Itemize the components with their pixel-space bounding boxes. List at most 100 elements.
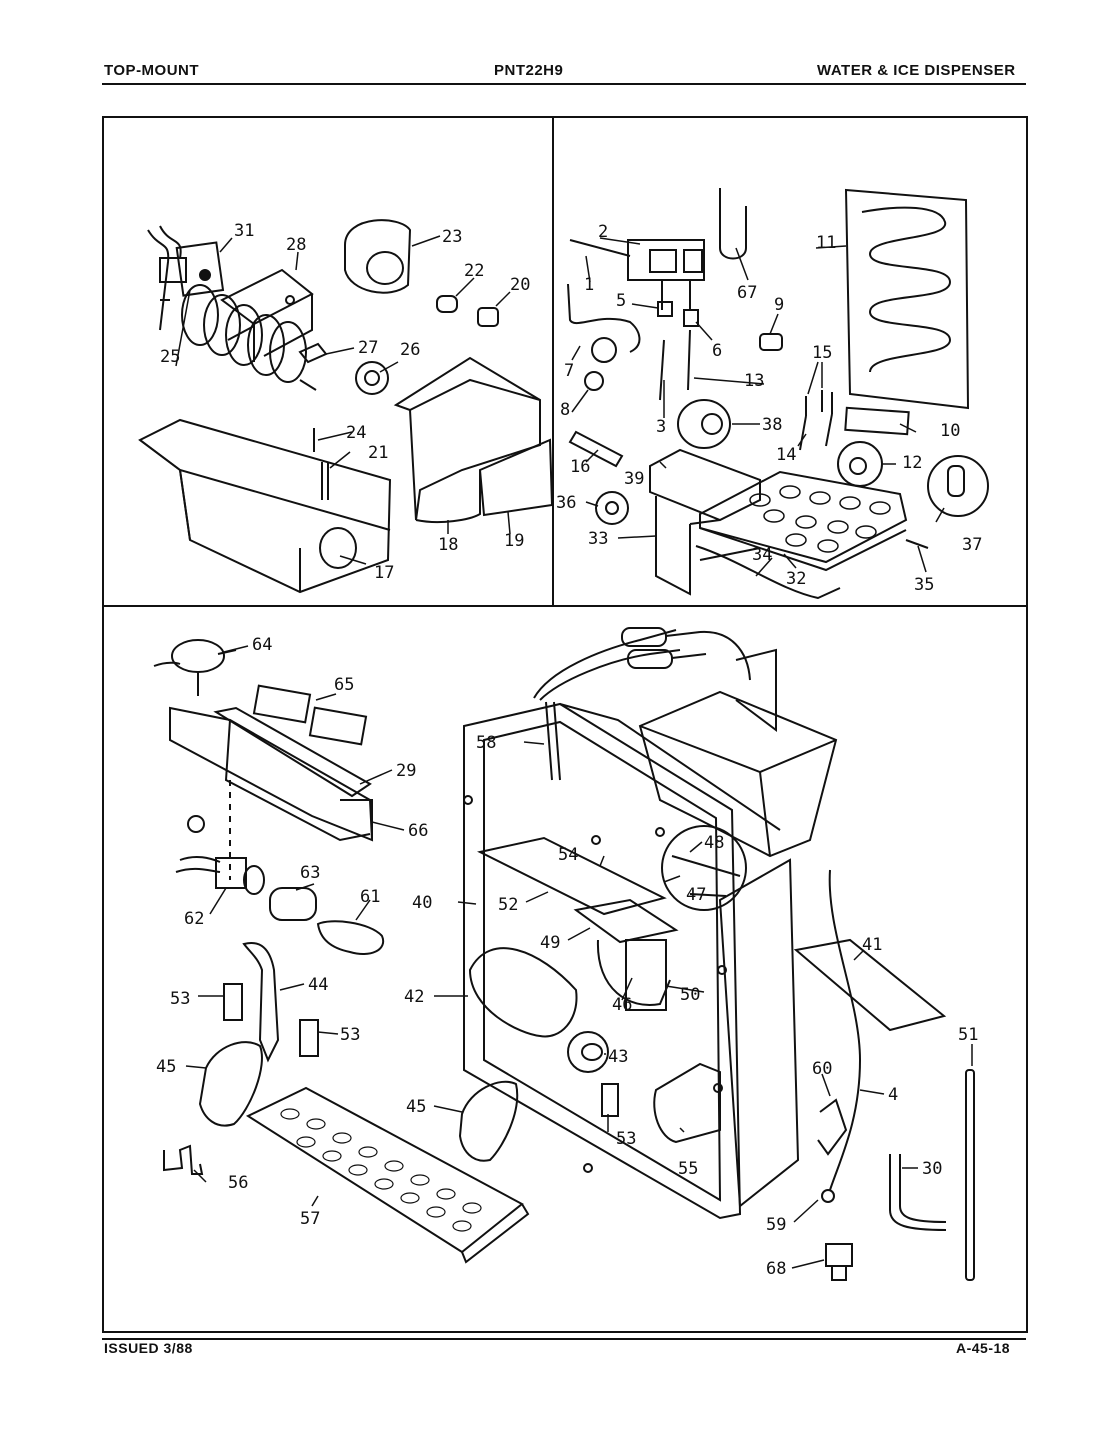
callout-label: 20 — [510, 275, 530, 295]
callout-label: 46 — [612, 995, 632, 1015]
ice-mold-cells — [749, 485, 891, 553]
callout-label: 37 — [962, 535, 982, 555]
tube-clamp-part — [817, 1098, 848, 1156]
callout-label: 65 — [334, 675, 354, 695]
micro-switch-part-b — [308, 706, 368, 746]
footer-rule — [102, 1338, 1026, 1340]
shutoff-arm-part — [695, 545, 841, 600]
thermostat-part — [147, 225, 225, 331]
callout-label: 49 — [540, 933, 560, 953]
callout-label: 23 — [442, 227, 462, 247]
callout-label: 57 — [300, 1209, 320, 1229]
callout-label: 21 — [368, 443, 388, 463]
callout-label: 67 — [737, 283, 757, 303]
grommet-part — [759, 333, 783, 351]
ice-maker-head-part — [649, 448, 761, 596]
dispenser-frame-part — [463, 702, 781, 1220]
rod-part — [965, 1069, 975, 1281]
bracket-part — [844, 406, 910, 436]
callout-label: 28 — [286, 235, 306, 255]
gear-part — [355, 361, 389, 395]
callout-label: 29 — [396, 761, 416, 781]
detail-43 — [567, 1031, 609, 1073]
callout-label: 22 — [464, 261, 484, 281]
callout-label: 3 — [656, 417, 666, 437]
callout-label: 62 — [184, 909, 204, 929]
harness-connector-b — [627, 649, 673, 669]
chute-part — [393, 356, 541, 523]
callout-label: 7 — [564, 361, 574, 381]
spring-part — [321, 462, 329, 500]
rear-housing-part — [718, 858, 800, 1208]
callout-label: 55 — [678, 1159, 698, 1179]
detail-37 — [927, 455, 989, 517]
footer-left: ISSUED 3/88 — [104, 1340, 193, 1356]
callout-label: 42 — [404, 987, 424, 1007]
harness-connector-a — [621, 627, 667, 647]
callout-label: 26 — [400, 340, 420, 360]
hose-part — [659, 329, 691, 401]
ice-mold-tray-part — [699, 470, 908, 572]
callout-label: 58 — [476, 733, 496, 753]
seal-pad-part — [478, 438, 554, 517]
callout-label: 44 — [308, 975, 328, 995]
springs-part — [163, 1144, 204, 1175]
water-valve-part — [627, 239, 705, 310]
callout-label: 15 — [812, 343, 832, 363]
callout-label: 50 — [680, 985, 700, 1005]
detail-48-47 — [661, 825, 747, 911]
wire-harness-part — [533, 629, 681, 781]
callout-label: 41 — [862, 935, 882, 955]
grille-holes — [280, 1108, 482, 1232]
heater-coil-part — [160, 284, 317, 391]
callout-label: 9 — [774, 295, 784, 315]
callout-label: 54 — [558, 845, 578, 865]
callout-label: 19 — [504, 531, 524, 551]
callout-label: 53 — [616, 1129, 636, 1149]
callout-label: 63 — [300, 863, 320, 883]
callout-label: 1 — [584, 275, 594, 295]
callout-label: 33 — [588, 529, 608, 549]
callout-label: 16 — [570, 457, 590, 477]
u-tube-part — [719, 188, 747, 260]
water-tube-part — [828, 869, 862, 1191]
solenoid-bracket-part — [573, 898, 679, 1011]
callout-label: 61 — [360, 887, 380, 907]
callout-label: 48 — [704, 833, 724, 853]
callout-label: 39 — [624, 469, 644, 489]
callout-label: 36 — [556, 493, 576, 513]
header-rule — [102, 83, 1026, 85]
motor-cover-part — [653, 1062, 721, 1144]
insulation-pad-part — [793, 938, 947, 1032]
washer-part — [584, 371, 604, 391]
header-center: PNT22H9 — [494, 62, 564, 79]
footer-right: A-45-18 — [956, 1340, 1011, 1356]
elbow-tube-part — [889, 1154, 947, 1231]
callout-label: 27 — [358, 338, 378, 358]
callout-label: 17 — [374, 563, 394, 583]
header-left: TOP-MOUNT — [104, 62, 200, 79]
panel-top-left — [138, 219, 554, 594]
callout-label: 53 — [170, 989, 190, 1009]
callout-label: 25 — [160, 347, 180, 367]
leader-lines — [175, 235, 973, 1269]
callout-label: 18 — [438, 535, 458, 555]
bushing-part — [436, 295, 458, 313]
wire-connector-part — [799, 390, 833, 451]
micro-switch-part — [252, 684, 312, 724]
heater-rod-part — [568, 430, 624, 468]
cap-part — [477, 307, 499, 327]
callout-label: 40 — [412, 893, 432, 913]
ice-hopper-part — [638, 648, 838, 858]
clip-part — [298, 342, 328, 364]
callout-label: 59 — [766, 1215, 786, 1235]
callout-label: 34 — [752, 545, 772, 565]
evaporator-plate-part — [844, 188, 970, 410]
fill-cup-part — [677, 399, 731, 449]
callout-label: 10 — [940, 421, 960, 441]
paddle-part-left — [198, 1041, 263, 1127]
callout-label: 45 — [406, 1097, 426, 1117]
shield-plate-part — [477, 836, 667, 916]
callout-label: 8 — [560, 400, 570, 420]
